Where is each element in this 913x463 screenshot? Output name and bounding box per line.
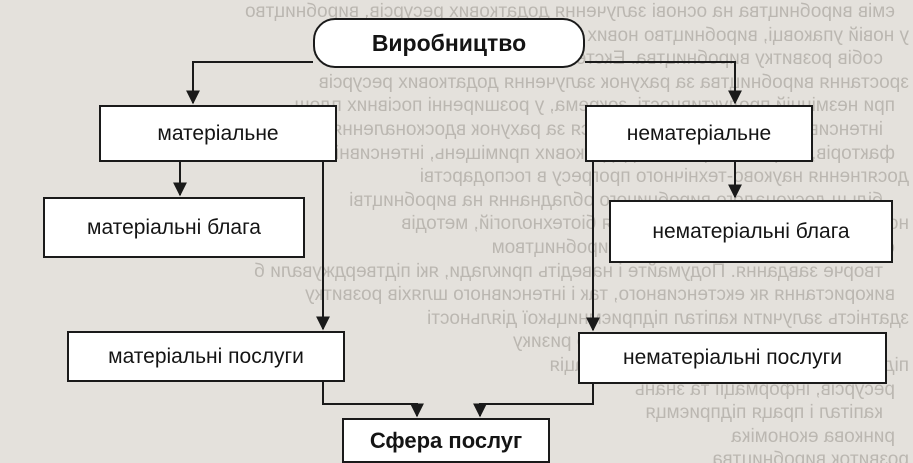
material-goods-node: матеріальні блага xyxy=(43,197,305,258)
material-production-node: матеріальне xyxy=(99,105,337,162)
material-production-label: матеріальне xyxy=(157,121,279,145)
nonmaterial-services-label: нематеріальні послуги xyxy=(622,346,842,369)
production-root-node: Виробництво xyxy=(313,18,585,68)
nonmaterial-services-node: нематеріальні послуги xyxy=(578,332,887,384)
nonmaterial-goods-label: нематеріальні блага xyxy=(652,219,850,243)
nonmaterial-production-node: нематеріальне xyxy=(585,105,813,162)
root-label: Виробництво xyxy=(371,29,527,56)
nonmaterial-goods-node: нематеріальні блага xyxy=(609,200,893,263)
arrow-root-to-nonmaterial xyxy=(585,61,742,105)
arrow-material-services-to-bottom xyxy=(322,380,424,418)
arrow-root-to-material xyxy=(186,61,313,105)
material-services-node: матеріальні послуги xyxy=(67,331,345,382)
material-goods-label: матеріальні блага xyxy=(87,215,261,239)
arrow-nonmaterial-services-to-bottom xyxy=(473,384,594,418)
services-sector-node: Сфера послуг xyxy=(342,418,550,463)
material-services-label: матеріальні послуги xyxy=(108,344,304,368)
nonmaterial-production-label: нематеріальне xyxy=(626,121,772,145)
services-sector-label: Сфера послуг xyxy=(369,427,523,453)
